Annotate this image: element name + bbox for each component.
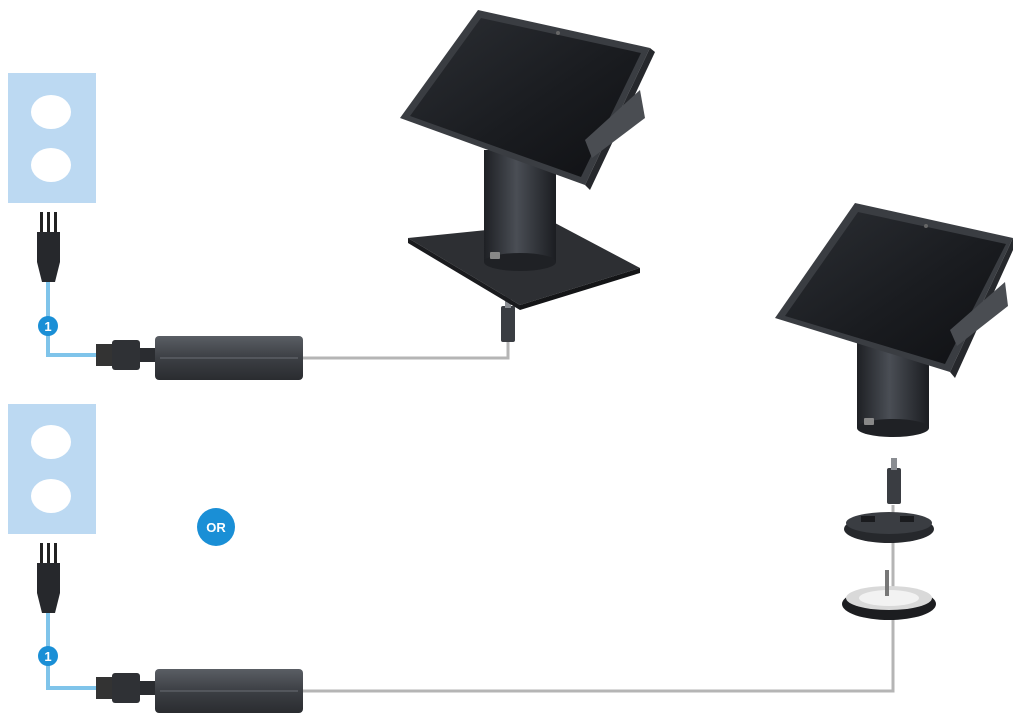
dc-cable xyxy=(303,505,895,693)
usb-c-connector-icon xyxy=(887,458,901,504)
or-label: OR xyxy=(206,520,226,535)
tablet-stand-icon xyxy=(775,203,1013,437)
or-badge: OR xyxy=(197,508,235,546)
cable-grommet-icon xyxy=(842,512,936,620)
step-number: 1 xyxy=(44,319,51,334)
power-cord xyxy=(46,613,98,690)
power-plug-icon xyxy=(37,543,60,613)
step-badge: 1 xyxy=(38,646,58,666)
step-number: 1 xyxy=(44,649,51,664)
dc-cable xyxy=(303,342,510,360)
power-cord xyxy=(46,282,98,357)
power-plug-icon xyxy=(37,212,60,282)
wall-outlet-icon xyxy=(8,404,96,534)
power-adapter-icon xyxy=(96,669,303,713)
wall-outlet-icon xyxy=(8,73,96,203)
tablet-stand-icon xyxy=(400,10,655,310)
step-badge: 1 xyxy=(38,316,58,336)
power-adapter-icon xyxy=(96,336,303,380)
